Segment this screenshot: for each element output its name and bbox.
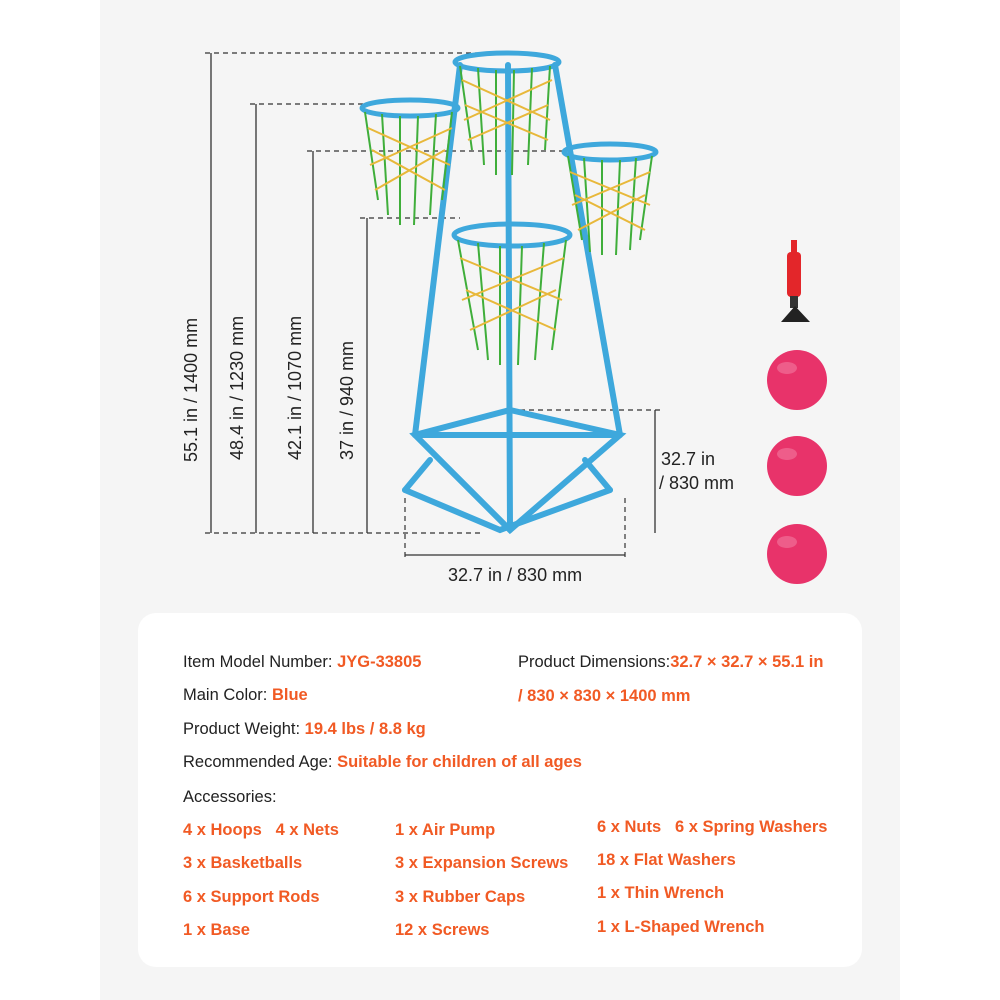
- main-color: Main Color: Blue: [183, 686, 308, 705]
- accessory-item: 1 x Thin Wrench: [597, 884, 725, 902]
- color-label: Main Color:: [183, 686, 272, 704]
- air-pump-icon: [781, 240, 810, 322]
- product-dimensions: Product Dimensions:32.7 × 32.7 × 55.1 in: [518, 653, 823, 672]
- height-total-label: 55.1 in / 1400 mm: [181, 317, 201, 462]
- hoop-right: [561, 141, 659, 256]
- accessory-item: 3 x Rubber Caps: [395, 888, 526, 906]
- accessories-heading: Accessories:: [183, 788, 277, 806]
- accessory-item: 6 x Support Rods: [183, 888, 320, 906]
- age-value: Suitable for children of all ages: [337, 753, 582, 771]
- age-label: Recommended Age:: [183, 753, 338, 771]
- accessory-item: 3 x Basketballs: [183, 854, 303, 872]
- base-depth-label-line2: / 830 mm: [659, 473, 735, 493]
- dimension-lines: [210, 53, 656, 556]
- height-hoop3-label: 42.1 in / 1070 mm: [285, 315, 305, 460]
- hoop-top: [452, 50, 562, 176]
- accessory-item: 12 x Screws: [395, 921, 490, 939]
- accessory-item: 1 x Air Pump: [395, 821, 496, 839]
- dimension-guides: [205, 52, 660, 560]
- accessory-item: 1 x L-Shaped Wrench: [597, 918, 765, 936]
- model-number: Item Model Number: JYG-33805: [183, 653, 421, 672]
- accessory-item: 1 x Base: [183, 921, 250, 939]
- weight-value: 19.4 lbs / 8.8 kg: [304, 720, 426, 738]
- base-depth-label-line1: 32.7 in: [661, 449, 716, 469]
- recommended-age: Recommended Age: Suitable for children o…: [183, 753, 582, 772]
- hoop-left: [359, 97, 461, 226]
- base-width-label: 32.7 in / 830 mm: [448, 565, 583, 585]
- color-value: Blue: [271, 686, 308, 704]
- accessory-item: 6 x Nuts 6 x Spring Washers: [597, 818, 828, 836]
- product-dimensions-line2: / 830 × 830 × 1400 mm: [518, 687, 690, 706]
- product-weight: Product Weight: 19.4 lbs / 8.8 kg: [183, 720, 426, 739]
- accessory-item: 4 x Hoops 4 x Nets: [183, 821, 339, 839]
- model-value: JYG-33805: [337, 653, 422, 671]
- hoop-front: [451, 221, 573, 366]
- dimensions-label: Product Dimensions:: [518, 653, 671, 671]
- ball-icon: [767, 350, 827, 410]
- accessory-item: 18 x Flat Washers: [597, 851, 736, 869]
- ball-icon: [767, 436, 827, 496]
- product-illustration: [205, 50, 827, 584]
- height-hoop2-label: 48.4 in / 1230 mm: [227, 315, 247, 460]
- spec-card: [138, 613, 862, 967]
- basketball-stand-image: [402, 62, 627, 535]
- weight-label: Product Weight:: [183, 720, 305, 738]
- dimensions-value-line1: 32.7 × 32.7 × 55.1 in: [670, 653, 824, 671]
- height-hoop4-label: 37 in / 940 mm: [337, 340, 357, 460]
- model-label: Item Model Number:: [183, 653, 338, 671]
- accessory-item: 3 x Expansion Screws: [395, 854, 569, 872]
- dimensions-value-line2: / 830 × 830 × 1400 mm: [518, 687, 691, 705]
- ball-icon: [767, 524, 827, 584]
